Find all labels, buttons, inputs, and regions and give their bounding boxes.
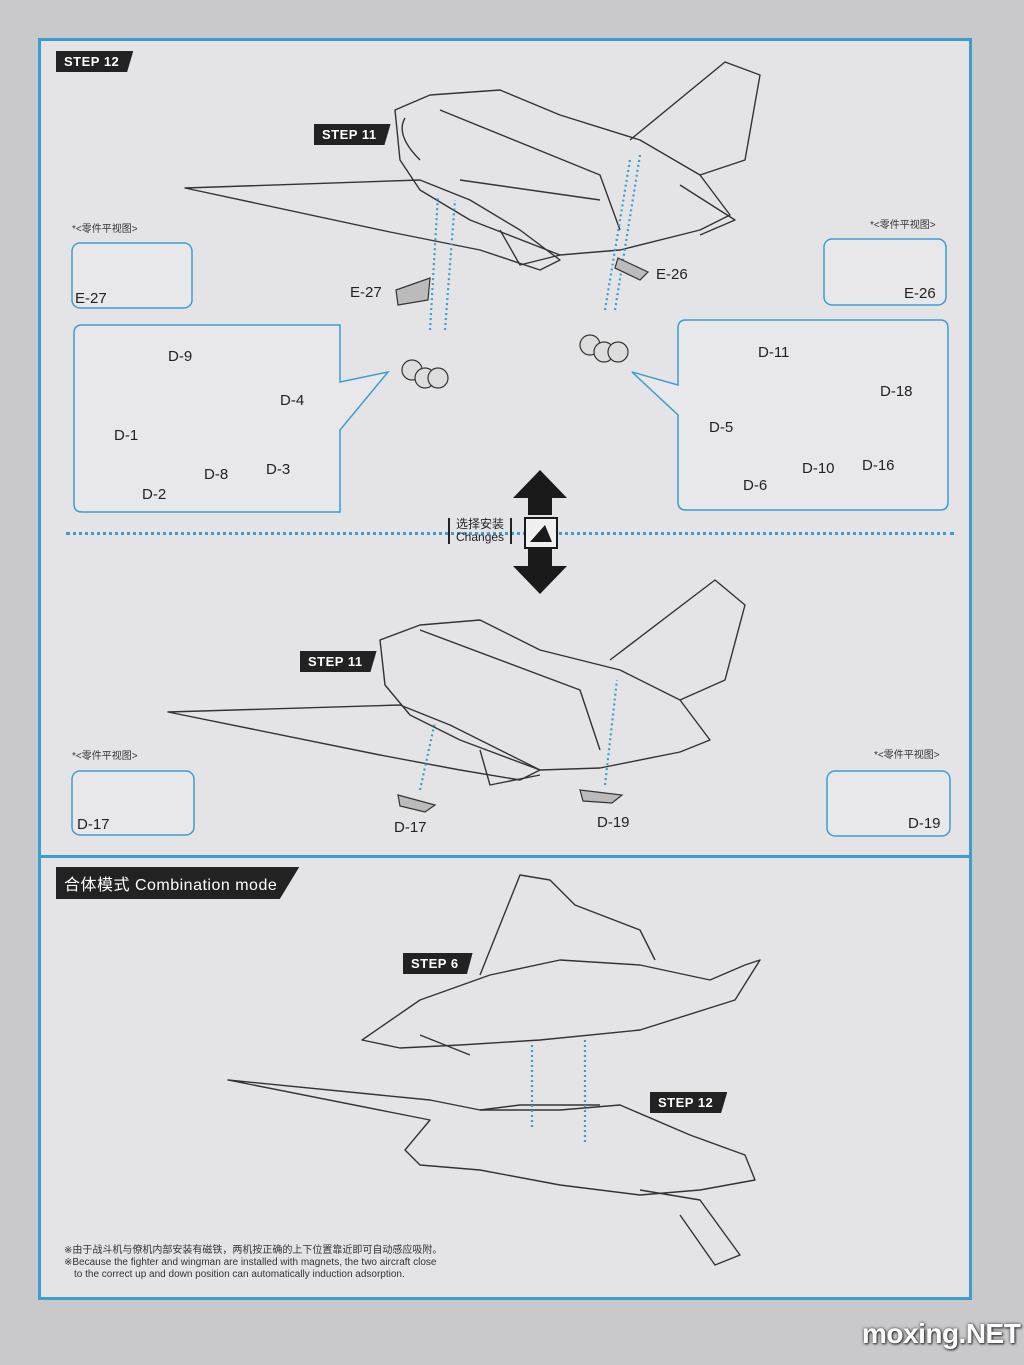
aircraft-fighter xyxy=(361,874,761,1056)
part-label-d10: D-10 xyxy=(802,460,835,477)
part-label-d18: D-18 xyxy=(880,383,913,400)
part-label-d8: D-8 xyxy=(204,466,229,483)
changes-note: 选择安装 Changes xyxy=(448,517,513,544)
magnet-footnote: ※由于战斗机与僚机内部安装有磁铁，两机按正确的上下位置靠近即可自动感应吸附。 ※… xyxy=(64,1245,584,1281)
part-label-d16: D-16 xyxy=(862,457,895,474)
part-label-e26: E-26 xyxy=(656,266,688,283)
part-label-d19: D-19 xyxy=(597,814,630,831)
part-view-note: *<零件平视图> xyxy=(72,751,138,762)
part-view-note: *<零件平视图> xyxy=(874,750,940,761)
part-label-d19: D-19 xyxy=(908,815,941,832)
step-6-tag: STEP 6 xyxy=(403,953,473,974)
part-label-d17: D-17 xyxy=(77,816,110,833)
part-label-d6: D-6 xyxy=(743,477,768,494)
part-label-d5: D-5 xyxy=(709,419,734,436)
part-label-e27: E-27 xyxy=(75,290,107,307)
combination-mode-tag: 合体模式 Combination mode xyxy=(56,867,300,899)
part-label-d1: D-1 xyxy=(114,427,139,444)
part-label-d2: D-2 xyxy=(142,486,167,503)
footnote-en-2: to the correct up and down position can … xyxy=(74,1269,405,1280)
aircraft-middle xyxy=(167,579,746,786)
section-divider xyxy=(38,855,972,858)
part-label-d9: D-9 xyxy=(168,348,193,365)
alternate-divider xyxy=(66,532,954,535)
part-label-d4: D-4 xyxy=(280,392,305,409)
step-12-tag: STEP 12 xyxy=(56,51,134,72)
part-label-e26: E-26 xyxy=(904,285,936,302)
footnote-en-1: ※Because the fighter and wingman are ins… xyxy=(64,1257,437,1268)
step-12-bottom-tag: STEP 12 xyxy=(650,1092,728,1113)
changes-en: Changes xyxy=(456,530,505,544)
footnote-cn: ※由于战斗机与僚机内部安装有磁铁，两机按正确的上下位置靠近即可自动感应吸附。 xyxy=(64,1245,443,1256)
part-label-e27: E-27 xyxy=(350,284,382,301)
part-view-note: *<零件平视图> xyxy=(870,220,936,231)
part-view-note: *<零件平视图> xyxy=(72,224,138,235)
changes-cn: 选择安装 xyxy=(456,517,505,531)
step-11-middle-tag: STEP 11 xyxy=(300,651,377,672)
part-label-d17: D-17 xyxy=(394,819,427,836)
part-label-d3: D-3 xyxy=(266,461,291,478)
part-label-d11: D-11 xyxy=(758,344,790,361)
instruction-panel xyxy=(38,38,972,1300)
aircraft-wingman xyxy=(227,1079,756,1266)
step-11-top-tag: STEP 11 xyxy=(314,124,391,145)
watermark: moxing.NET xyxy=(862,1318,1021,1349)
aircraft-top xyxy=(184,61,761,271)
